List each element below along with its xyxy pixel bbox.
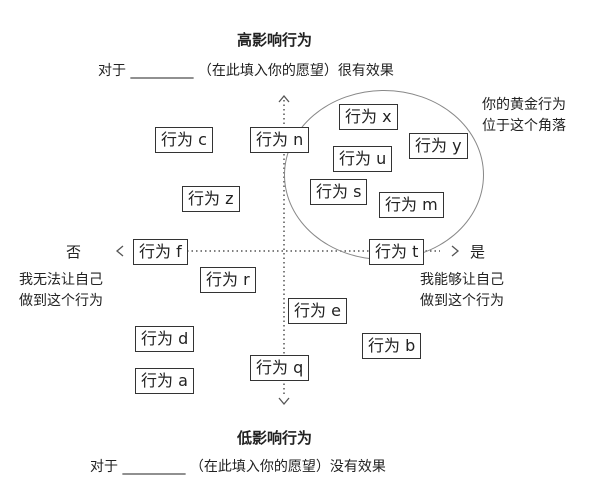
behavior-x: 行为 x bbox=[339, 104, 398, 130]
behavior-r: 行为 r bbox=[200, 267, 256, 293]
right-desc-line1: 我能够让自己 bbox=[420, 272, 504, 288]
golden-note-line2: 位于这个角落 bbox=[482, 118, 566, 134]
down-arrow-icon bbox=[278, 397, 290, 406]
up-arrow-icon bbox=[278, 94, 290, 103]
left-desc-line2: 做到这个行为 bbox=[19, 293, 103, 309]
left-arrow-icon bbox=[115, 245, 124, 257]
left-desc-line1: 我无法让自己 bbox=[19, 272, 103, 288]
top-desc-prefix: 对于 bbox=[98, 63, 126, 79]
top-desc: 对于 _________ （在此填入你的愿望）很有效果 bbox=[98, 60, 394, 80]
behavior-b: 行为 b bbox=[362, 333, 422, 359]
bottom-desc-suffix: （在此填入你的愿望）没有效果 bbox=[189, 459, 386, 475]
top-title: 高影响行为 bbox=[237, 31, 313, 49]
behavior-t: 行为 t bbox=[369, 239, 425, 265]
behavior-d: 行为 d bbox=[135, 326, 195, 352]
bottom-desc-prefix: 对于 bbox=[90, 459, 118, 475]
bottom-desc: 对于 _________ （在此填入你的愿望）没有效果 bbox=[90, 456, 386, 476]
behavior-y: 行为 y bbox=[409, 133, 468, 159]
behavior-u: 行为 u bbox=[333, 146, 393, 172]
behavior-e: 行为 e bbox=[288, 298, 347, 324]
behavior-c: 行为 c bbox=[155, 127, 213, 153]
bottom-desc-blank: _________ bbox=[122, 459, 186, 475]
right-desc-line2: 做到这个行为 bbox=[420, 293, 504, 309]
left-axis-label: 否 bbox=[66, 243, 82, 261]
behavior-m: 行为 m bbox=[379, 192, 444, 218]
right-axis-label: 是 bbox=[470, 243, 486, 261]
behavior-s: 行为 s bbox=[310, 179, 368, 205]
behavior-q: 行为 q bbox=[250, 355, 310, 381]
behavior-n: 行为 n bbox=[250, 127, 310, 153]
bottom-title: 低影响行为 bbox=[237, 429, 313, 447]
behavior-z: 行为 z bbox=[182, 186, 240, 212]
behavior-a: 行为 a bbox=[135, 368, 194, 394]
golden-note-line1: 你的黄金行为 bbox=[482, 97, 566, 113]
behavior-f: 行为 f bbox=[133, 239, 188, 265]
top-desc-blank: _________ bbox=[130, 63, 194, 79]
right-arrow-icon bbox=[451, 245, 460, 257]
top-desc-suffix: （在此填入你的愿望）很有效果 bbox=[197, 63, 394, 79]
